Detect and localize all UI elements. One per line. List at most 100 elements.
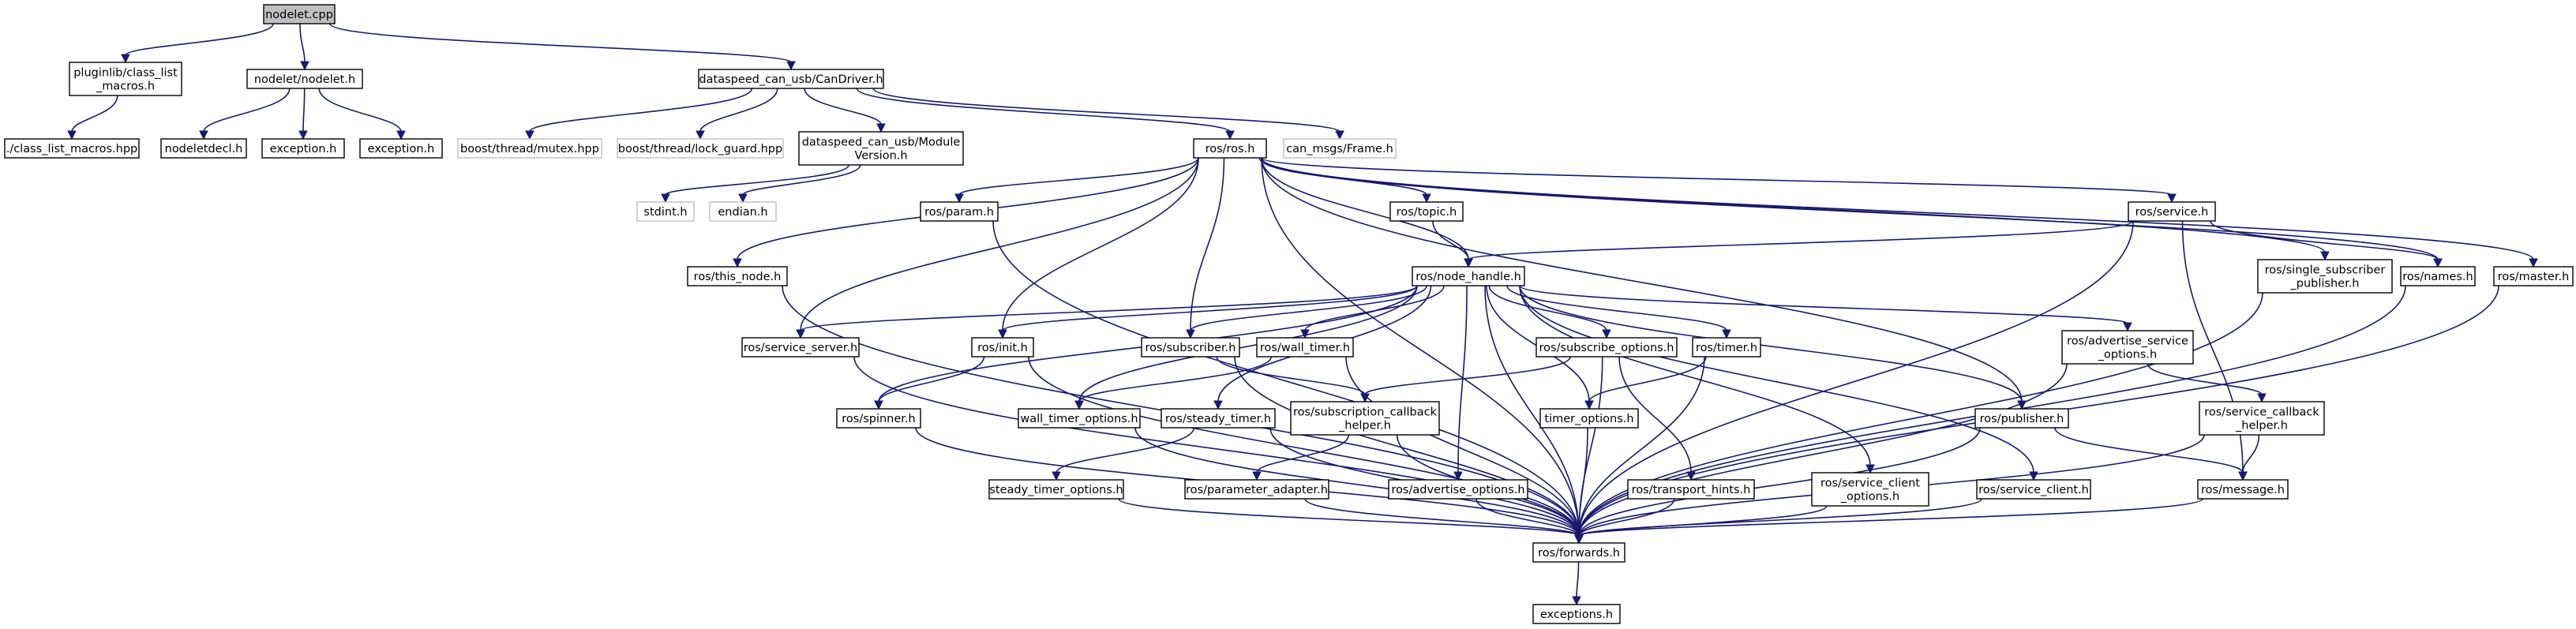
node-nodeletdecl-h[interactable]: nodeletdecl.h [160, 138, 247, 159]
node-transport-hints-h[interactable]: ros/transport_hints.h [1627, 479, 1755, 500]
edge-line [1234, 356, 1580, 537]
arrow-head-icon [1574, 534, 1584, 545]
arrow-head-icon [1865, 464, 1875, 474]
node-exception-h-1[interactable]: exception.h [261, 138, 345, 159]
arrow-head-icon [874, 400, 883, 410]
node-candriver-h[interactable]: dataspeed_can_usb/CanDriver.h [698, 69, 884, 89]
node-pluginlib-class-list-macros-h[interactable]: pluginlib/class_list_macros.h [69, 62, 182, 96]
node-label: _helper.h [2235, 420, 2288, 432]
node-class-list-macros-hpp[interactable]: ./class_list_macros.hpp [4, 138, 140, 159]
node-box [698, 69, 884, 89]
edge-transport_hints_h-to-forwards_h [1574, 498, 1675, 545]
node-publisher-h[interactable]: ros/publisher.h [1974, 408, 2069, 429]
edge-line [302, 88, 306, 133]
edge-line [1190, 285, 1427, 331]
node-service-callback-helper-h[interactable]: ros/service_callback_helper.h [2199, 401, 2325, 436]
node-single-sub-pub-h[interactable]: ros/single_subscriber_publisher.h [2257, 259, 2393, 294]
node-advertise-service-options-h[interactable]: ros/advertise_service_options.h [2061, 330, 2194, 365]
node-box [1692, 337, 1761, 358]
node-box [4, 138, 140, 159]
edge-line [699, 88, 778, 133]
node-label: ros/publisher.h [1980, 413, 2064, 425]
node-timer-h[interactable]: ros/timer.h [1692, 337, 1761, 358]
node-box [1184, 479, 1329, 500]
arrow-head-icon [786, 61, 796, 71]
edge-message_h-to-forwards_h [1574, 498, 2203, 545]
edge-line [71, 95, 118, 133]
node-node-handle-h[interactable]: ros/node_handle.h [1412, 266, 1525, 286]
node-wall-timer-h[interactable]: ros/wall_timer.h [1256, 337, 1354, 358]
node-sub-callback-helper-h[interactable]: ros/subscription_callback_helper.h [1290, 401, 1440, 436]
node-box [2493, 266, 2574, 286]
node-subscribe-options-h[interactable]: ros/subscribe_options.h [1535, 337, 1678, 358]
node-label: ros/param.h [924, 206, 994, 219]
node-wall-timer-options-h[interactable]: wall_timer_options.h [1018, 408, 1141, 429]
node-label: ros/service_client [1820, 477, 1920, 490]
node-parameter-adapter-h[interactable]: ros/parameter_adapter.h [1184, 479, 1329, 500]
node-topic-h[interactable]: ros/topic.h [1389, 201, 1464, 222]
edge-ros_h-to-service_server_h [796, 157, 1199, 339]
node-steady-timer-options-h[interactable]: steady_timer_options.h [988, 479, 1124, 500]
node-init-h[interactable]: ros/init.h [971, 337, 1034, 358]
edge-line [800, 157, 1199, 331]
edge-steady_timer_h-to-steady_timer_options_h [1052, 427, 1195, 481]
node-message-h[interactable]: ros/message.h [2197, 479, 2289, 500]
node-box [1290, 401, 1440, 436]
node-box [617, 138, 784, 159]
node-label: _helper.h [1338, 420, 1391, 432]
node-exceptions-h[interactable]: exceptions.h [1532, 604, 1621, 624]
node-label: ros/names.h [2402, 271, 2473, 283]
edge-line [2054, 427, 2244, 474]
node-box [2061, 330, 2194, 365]
node-this-node-h[interactable]: ros/this_node.h [687, 266, 788, 286]
node-label: ros/service_callback [2204, 406, 2319, 419]
node-subscriber-h[interactable]: ros/subscriber.h [1141, 337, 1240, 358]
edge-line [1484, 285, 1580, 537]
edge-line [2242, 434, 2260, 474]
edge-node_handle_h-to-advertise_service_options_h [1519, 285, 2132, 332]
node-steady-timer-h[interactable]: ros/steady_timer.h [1161, 408, 1276, 429]
edge-line [1261, 157, 2534, 260]
edge-line [1078, 285, 1418, 402]
node-param-h[interactable]: ros/param.h [920, 201, 999, 222]
node-forwards-h[interactable]: ros/forwards.h [1532, 542, 1625, 563]
edge-ros_h-to-service_h [1261, 157, 2177, 204]
edge-steady_timer_options_h-to-forwards_h [1118, 498, 1584, 545]
node-ros-h[interactable]: ros/ros.h [1193, 138, 1267, 159]
edge-line [1578, 220, 2134, 537]
edge-line [1578, 498, 2203, 537]
node-service-h[interactable]: ros/service.h [2128, 201, 2216, 222]
node-box [920, 201, 999, 222]
edge-nodelet_cpp-to-pluginlib_class_list_macros_h [121, 23, 274, 64]
node-service-client-options-h[interactable]: ros/service_client_options.h [1811, 472, 1929, 507]
node-box [1539, 408, 1639, 429]
node-nodelet-nodelet-h[interactable]: nodelet/nodelet.h [246, 69, 363, 89]
node-box [1535, 337, 1678, 358]
node-nodelet-cpp[interactable]: nodelet.cpp [263, 4, 336, 24]
edge-service_callback_helper_h-to-message_h [2238, 434, 2260, 481]
node-label: ros/service_client.h [1978, 484, 2089, 496]
arrow-head-icon [1453, 471, 1463, 481]
node-box [359, 138, 443, 159]
node-box [988, 479, 1124, 500]
node-exception-h-2[interactable]: exception.h [359, 138, 443, 159]
node-service-server-h[interactable]: ros/service_server.h [741, 337, 860, 358]
node-master-h[interactable]: ros/master.h [2493, 266, 2574, 286]
edge-line [1134, 427, 1580, 537]
edge-forwards_h-to-exceptions_h [1572, 561, 1581, 606]
arrow-head-icon [738, 193, 748, 204]
node-label: ros/advertise_service [2067, 335, 2188, 348]
node-service-client-h[interactable]: ros/service_client.h [1976, 479, 2091, 500]
node-advertise-options-h[interactable]: ros/advertise_options.h [1388, 479, 1528, 500]
node-label: ros/message.h [2201, 484, 2285, 496]
arrow-head-icon [396, 130, 406, 140]
arrow-head-icon [2167, 193, 2177, 204]
edge-line [299, 23, 306, 63]
node-timer-options-h[interactable]: timer_options.h [1539, 408, 1639, 429]
edge-line [1002, 285, 1418, 331]
node-names-h[interactable]: ros/names.h [2400, 266, 2476, 286]
node-spinner-h[interactable]: ros/spinner.h [836, 408, 921, 429]
node-label: ros/subscriber.h [1146, 342, 1236, 354]
edge-line [878, 356, 985, 402]
